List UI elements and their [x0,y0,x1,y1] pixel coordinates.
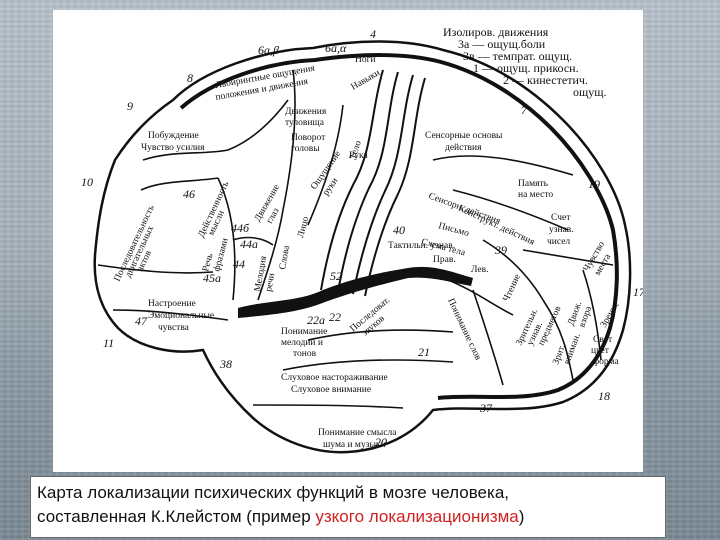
area-number: 46 [183,187,195,201]
region-label: цвет [591,346,610,356]
region-label: действия [445,142,482,153]
region-label: Настроение [148,299,196,309]
area-number: 17 [633,285,643,299]
area-number: 22а [307,313,325,327]
caption-accent-term: узкого локализационизма [315,507,518,526]
region-label: Счет [551,213,571,223]
region-label: узнав. [549,225,574,235]
region-label: Понимание [281,327,327,337]
region-label: Лев. [471,265,488,275]
region-label: Чувство усилия [141,143,205,153]
region-label: Прав. [433,255,456,265]
region-label: Эмоциональные [148,311,214,321]
area-number: 38 [219,357,232,371]
region-label: Тактильн. узнав. [388,241,455,251]
region-label: Память [518,179,549,189]
area-number: 37 [479,401,493,415]
region-label: тонов [293,349,317,359]
area-number: 40 [393,223,405,237]
area-number: 44а [240,237,258,251]
caption-line-1: Карта локализации психических функций в … [37,481,659,505]
legend-row-5: ощущ. [573,85,606,99]
region-label: Слуховое настораживание [281,373,388,383]
region-label: Рука [349,151,369,161]
area-number: 6а,β [258,43,279,57]
caption-line-2: составленная К.Клейстом (пример узкого л… [37,505,659,529]
region-label: на место [518,190,553,200]
region-label: Ноги [355,55,376,65]
brain-map-svg: Изолиров. движения 3а — ощущ.боли 3в — т… [53,10,643,472]
caption-line-2-suffix: ) [519,507,525,526]
area-number: 11 [103,336,114,350]
area-number: 44 [233,257,245,271]
area-number: 52 [330,269,342,283]
figure-caption: Карта локализации психических функций в … [30,476,666,538]
region-label: Поворот [291,133,326,143]
brain-map-figure: Изолиров. движения 3а — ощущ.боли 3в — т… [53,10,643,472]
region-label: Слуховое внимание [291,385,371,395]
area-number: 45а [203,271,221,285]
region-label: мелодий и [281,337,323,348]
region-label: чисел [547,237,570,247]
area-number: 9 [127,99,133,113]
area-number: 39 [494,243,507,257]
area-number: 10 [81,175,93,189]
area-number: 8 [187,71,193,85]
area-number: 47 [135,314,148,328]
region-label: Движения [285,107,327,117]
region-label: Сенсорные основы [425,131,503,141]
area-number: 4 [370,27,376,41]
region-label: шума и музыки [323,440,386,450]
area-number: 21 [418,345,430,359]
region-label: форма [593,356,619,367]
region-label: головы [291,144,320,154]
area-number: 18 [598,389,610,403]
region-label: чувства [158,323,190,333]
region-label: Побуждение [148,130,199,141]
area-number: 19 [588,177,600,191]
region-label: туловища [285,118,325,128]
area-number: 44б [231,221,250,235]
region-label: Понимание смысла [318,428,397,438]
area-number: 6а,α [325,41,347,55]
area-number: 22 [329,310,341,324]
region-label: Свет [593,335,613,345]
area-number: 7 [521,103,528,117]
caption-line-2-prefix: составленная К.Клейстом (пример [37,507,315,526]
